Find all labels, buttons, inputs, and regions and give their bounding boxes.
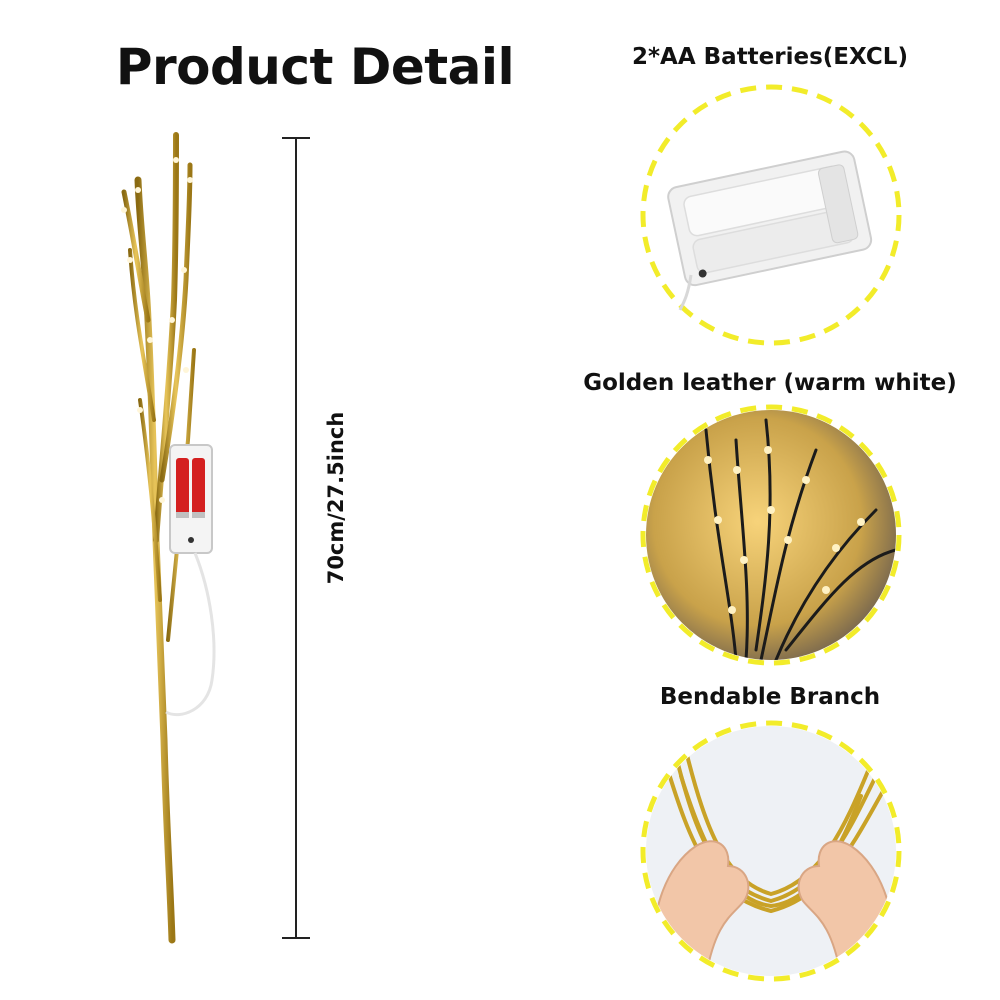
dimension-cap-bottom [282, 937, 310, 939]
lit-branches-icon [640, 404, 902, 666]
feature-circle-bendable-branch [636, 716, 906, 986]
feature-label-golden-leather: Golden leather (warm white) [583, 370, 957, 396]
branch-product-image [100, 120, 250, 950]
battery-box-icon [640, 84, 902, 346]
feature-circle-batteries [636, 80, 906, 350]
feature-label-bendable-branch: Bendable Branch [659, 684, 881, 710]
hands-bending-branch-icon [640, 720, 902, 982]
feature-label-batteries: 2*AA Batteries(EXCL) [632, 44, 908, 70]
dimension-line [295, 137, 297, 939]
dimension-label: 70cm/27.5inch [324, 411, 348, 585]
page-title: Product Detail [115, 38, 515, 96]
feature-circle-golden-leather [636, 400, 906, 670]
